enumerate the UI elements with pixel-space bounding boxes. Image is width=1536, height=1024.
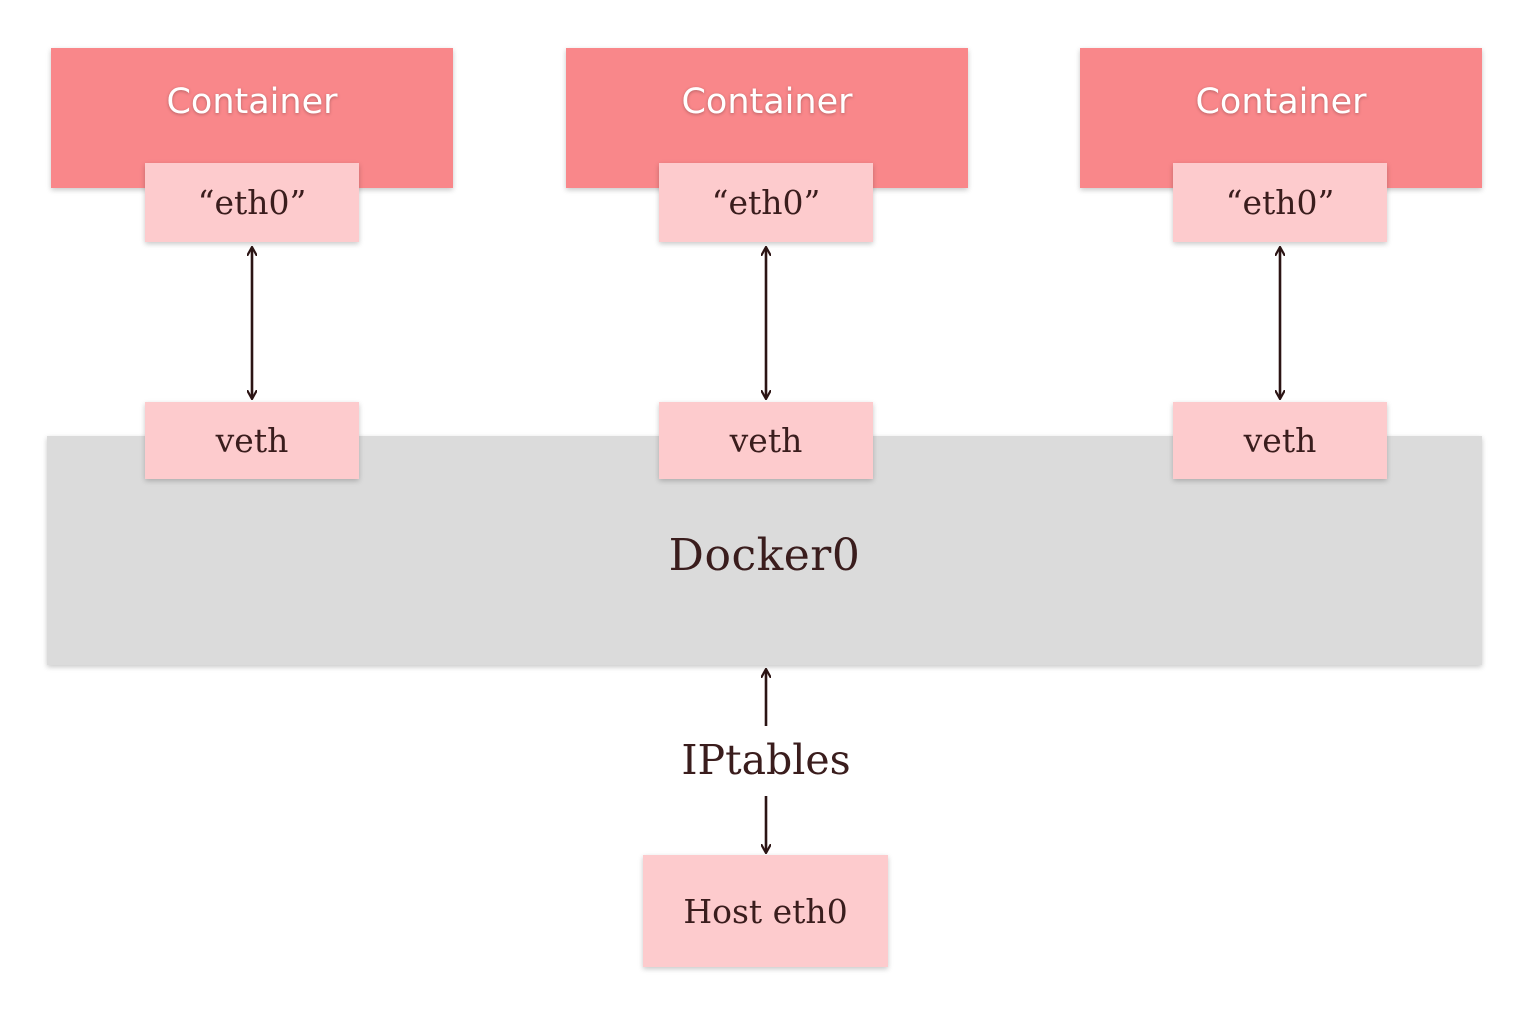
container-1-label: Container <box>166 82 338 122</box>
container-3-eth0-label: “eth0” <box>1225 183 1335 222</box>
veth-1: veth <box>145 402 359 479</box>
docker0-label: Docker0 <box>668 530 861 581</box>
host-eth0: Host eth0 <box>643 855 888 967</box>
container-2-eth0-label: “eth0” <box>711 183 821 222</box>
container-1-eth0: “eth0” <box>145 163 359 242</box>
veth-2: veth <box>659 402 873 479</box>
veth-1-label: veth <box>215 421 289 460</box>
container-2-eth0: “eth0” <box>659 163 873 242</box>
veth-3: veth <box>1173 402 1387 479</box>
container-1-eth0-label: “eth0” <box>197 183 307 222</box>
host-eth0-label: Host eth0 <box>683 891 848 931</box>
container-3-label: Container <box>1195 82 1367 122</box>
veth-3-label: veth <box>1243 421 1317 460</box>
container-3-eth0: “eth0” <box>1173 163 1387 242</box>
container-2-label: Container <box>681 82 853 122</box>
veth-2-label: veth <box>729 421 803 460</box>
container-3: Container <box>1080 48 1482 188</box>
iptables-label: IPtables <box>681 736 851 784</box>
